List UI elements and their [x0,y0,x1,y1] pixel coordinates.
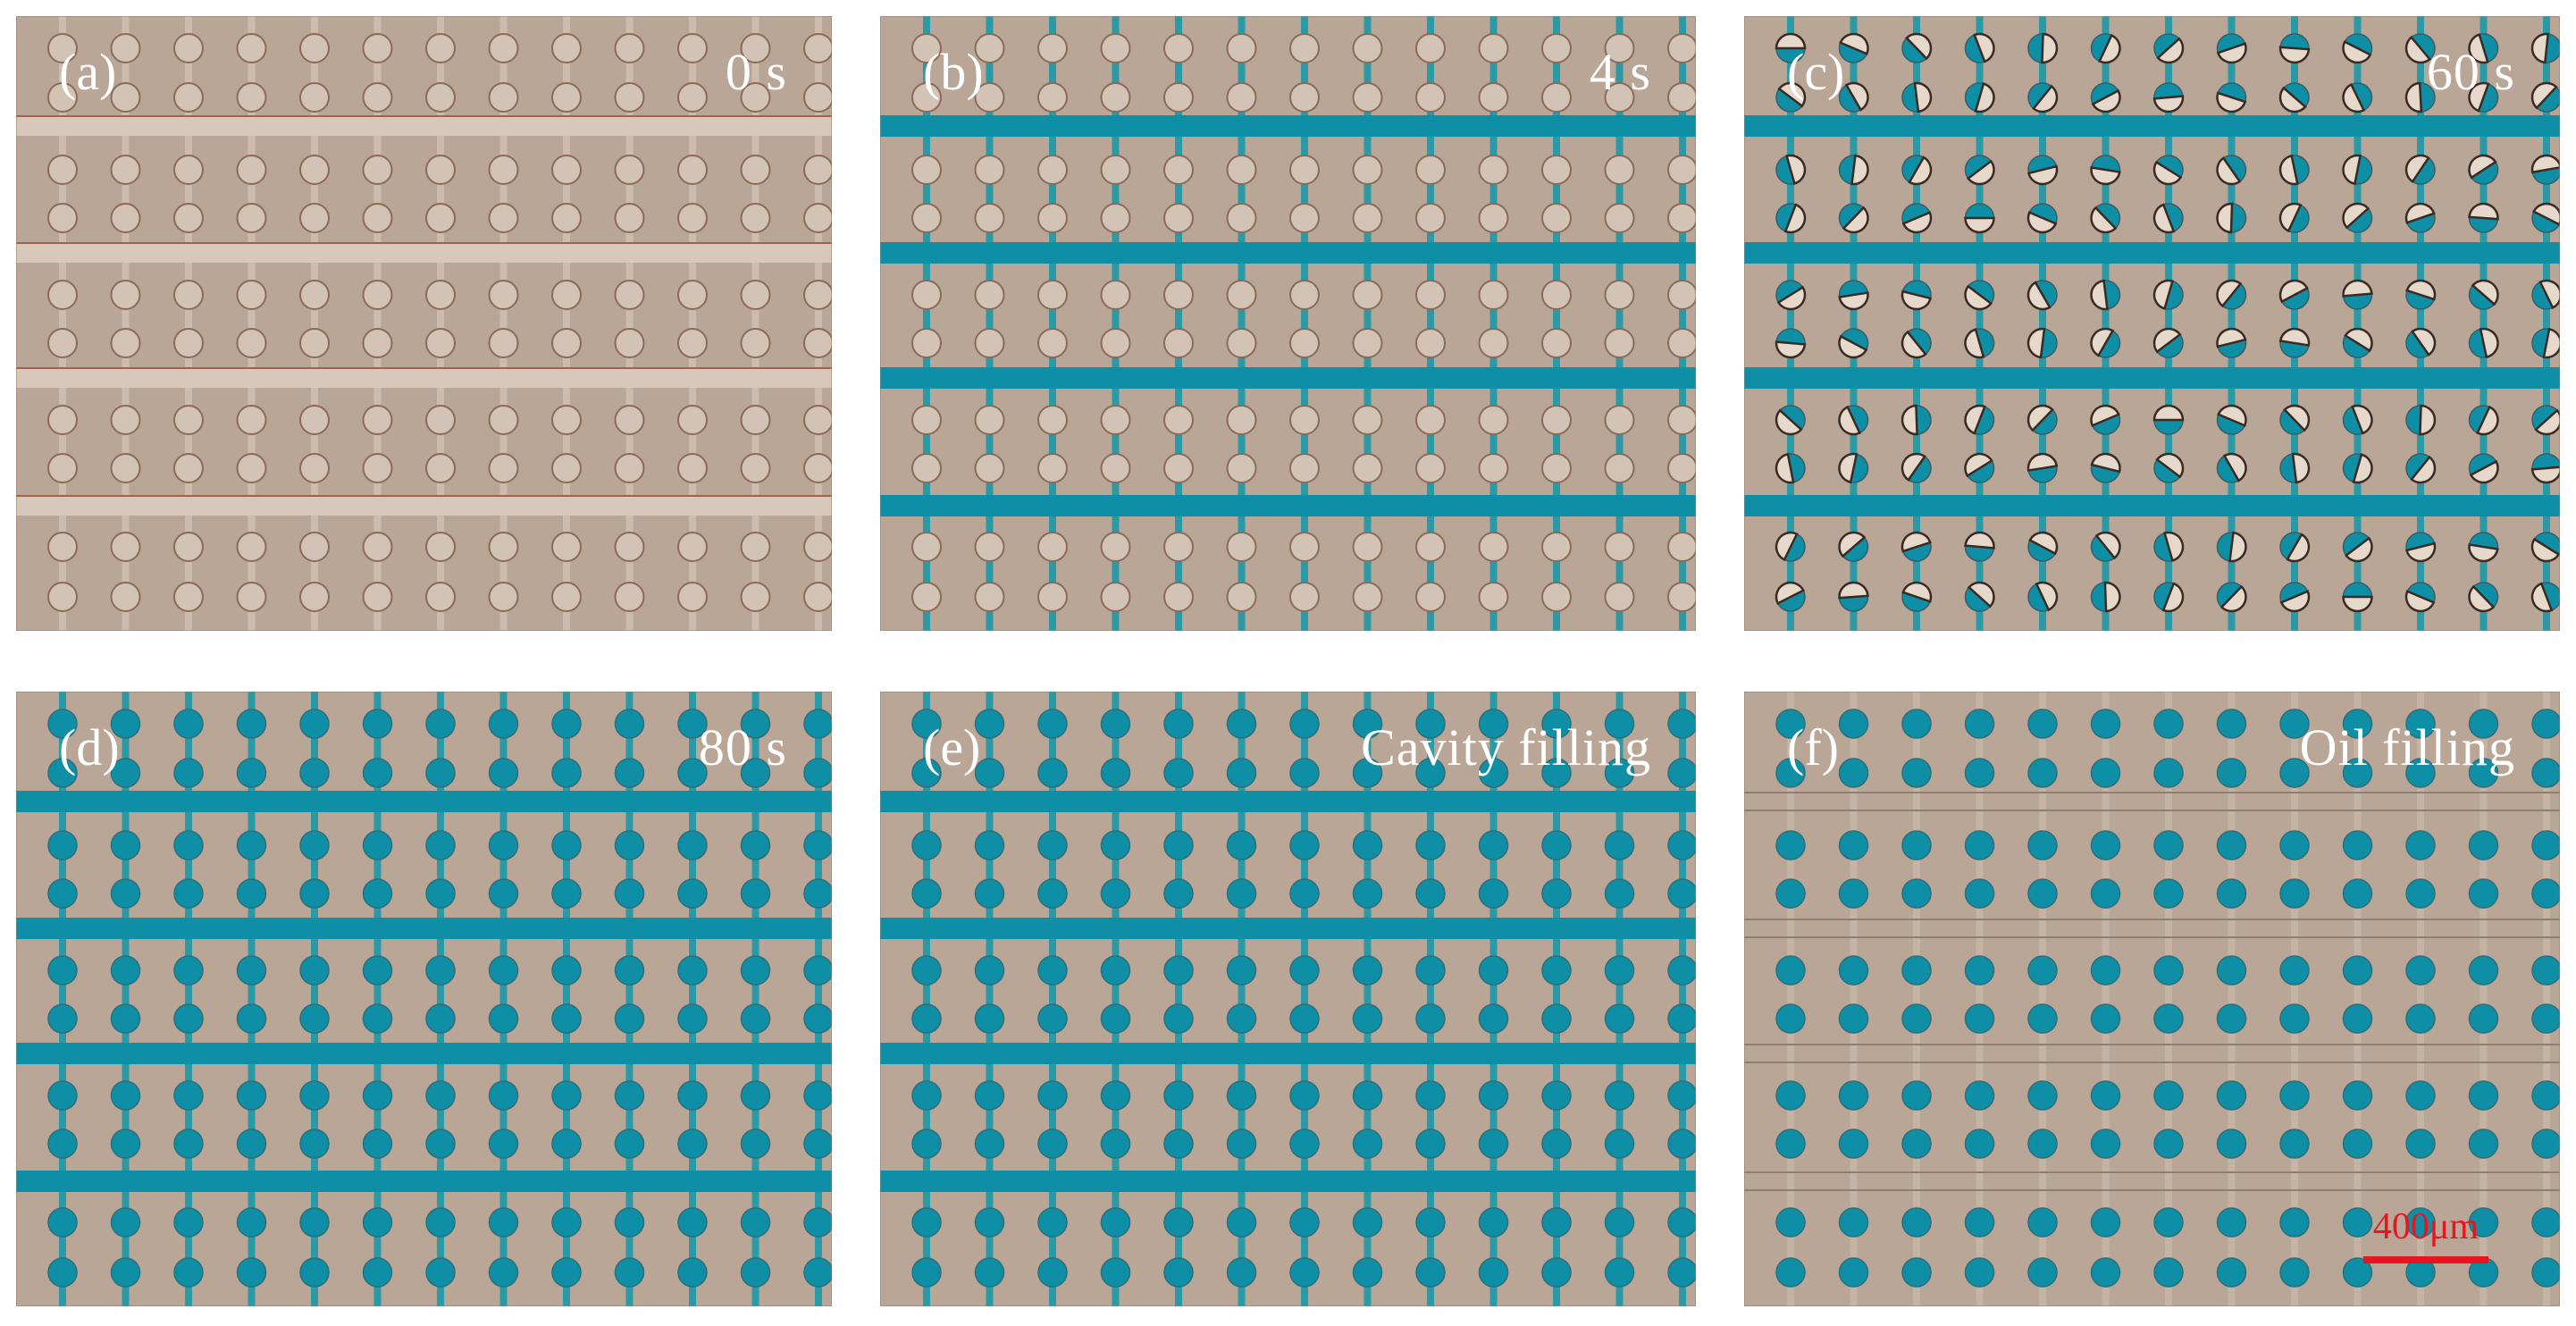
time-caption: 4 s [1589,43,1651,101]
panel-e: (e) Cavity filling [880,692,1696,1306]
microscopy-image [16,692,832,1306]
panel-label: (a) [59,43,117,101]
time-caption: 0 s [725,43,787,101]
time-caption: 80 s [698,718,787,776]
panel-label: (b) [923,43,984,101]
panel-label: (f) [1787,718,1839,776]
panel-label: (d) [59,718,120,776]
panel-label: (c) [1787,43,1845,101]
panel-d: (d) 80 s [16,692,832,1306]
time-caption: Cavity filling [1361,718,1651,776]
panel-c: (c) 60 s [1744,16,2560,631]
scale-bar: 400μm [2363,1208,2488,1263]
panel-a: (a) 0 s [16,16,832,631]
panel-f: (f) Oil filling 400μm [1744,692,2560,1306]
microscopy-image [880,692,1696,1306]
scale-bar-label: 400μm [2372,1206,2480,1247]
panel-label: (e) [923,718,981,776]
microscopy-image [880,16,1696,631]
time-caption: Oil filling [2299,718,2515,776]
panel-b: (b) 4 s [880,16,1696,631]
microscopy-image [16,16,832,631]
scale-bar-line [2363,1256,2488,1263]
microscopy-image [1744,692,2560,1306]
time-caption: 60 s [2426,43,2515,101]
microscopy-image [1744,16,2560,631]
